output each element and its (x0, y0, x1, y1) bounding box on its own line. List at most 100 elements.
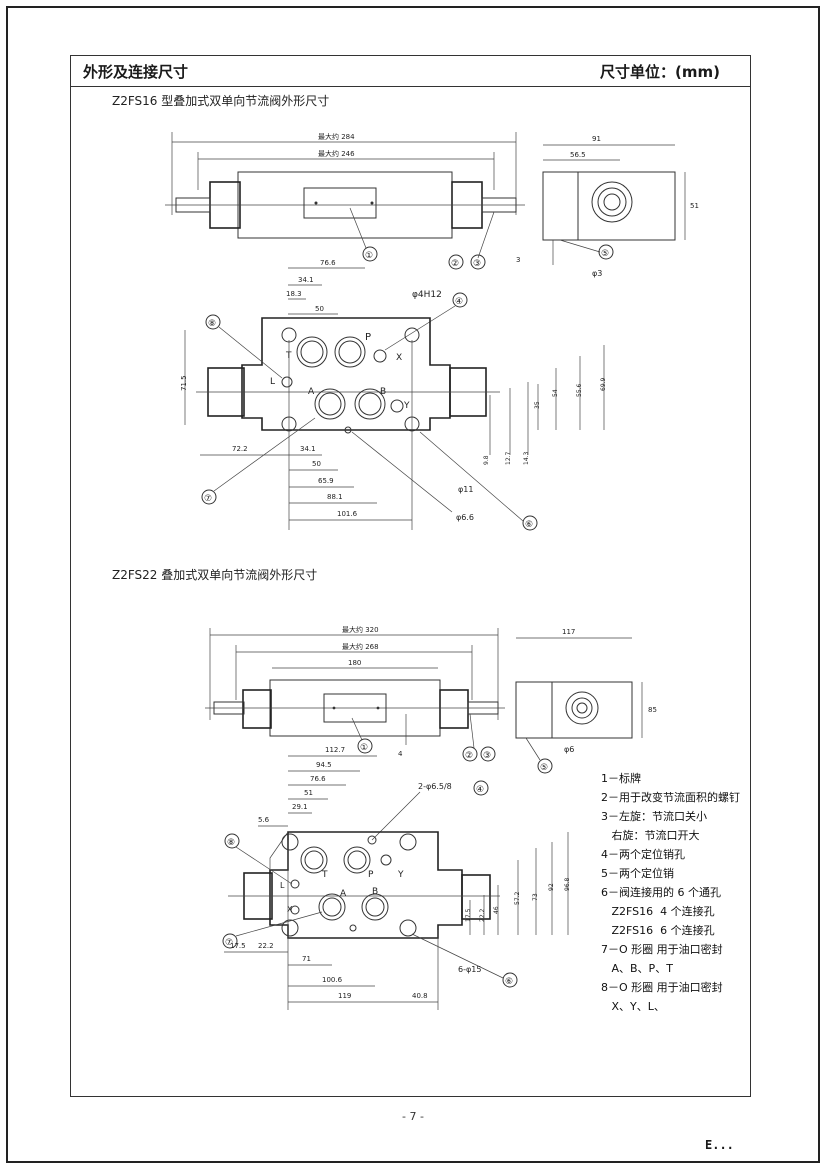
port-s1-T: T (285, 351, 292, 361)
legend-item: 7－O 形圈 用于油口密封 (601, 943, 723, 956)
dim-s2-plan-19: 17.5 (465, 908, 472, 922)
dim-s2-plan-13: 6-φ15 (458, 965, 481, 974)
legend-item: A、B、P、T (601, 962, 673, 975)
callout-s2-6: ⑥ (505, 977, 513, 987)
port-s2-L: L (280, 881, 285, 890)
callout-s1-7: ⑦ (204, 494, 212, 504)
dim-s2-plan-6: 2-φ6.5/8 (418, 782, 452, 791)
dim-s1-plan-15: 35 (534, 401, 541, 409)
dim-s2-plan-3: 51 (304, 789, 313, 797)
callout-s1-1: ① (365, 251, 373, 261)
port-s2-A: A (340, 889, 347, 899)
port-s1-Y: Y (403, 401, 410, 411)
callout-s2-1: ① (360, 743, 368, 753)
callout-s1-8: ⑧ (208, 319, 216, 329)
dim-s2-plan-11: 119 (338, 992, 351, 1000)
port-s2-P: P (368, 870, 374, 880)
dim-s1-plan-3: 50 (315, 305, 324, 313)
dim-s1-plan-1: 34.1 (298, 276, 314, 284)
dim-s1-plan-19: φ11 (458, 485, 473, 494)
dim-s1-plan-6: 72.2 (232, 445, 248, 453)
dim-s2-side-2: φ6 (564, 745, 574, 754)
dim-s1-plan-7: 34.1 (300, 445, 316, 453)
legend-item: 5－两个定位销 (601, 867, 674, 880)
page-number: - 7 - (402, 1110, 424, 1123)
z2fs22-plan-view: 112.7 94.5 76.6 51 29.1 5.6 2-φ6.5/8 ④ (222, 746, 571, 1010)
z2fs16-plan-view: 76.6 34.1 18.3 50 φ4H12 ④ P T X L (180, 259, 607, 531)
dim-s2-plan-7: 17.5 (230, 942, 246, 950)
legend-item: 4－两个定位销孔 (601, 848, 685, 861)
callout-s1-2: ② (451, 259, 459, 269)
dim-s2-plan-2: 76.6 (310, 775, 326, 783)
dim-s2-plan-10: 100.6 (322, 976, 343, 984)
callout-s1-4: ④ (455, 297, 463, 307)
dim-s1-side-4: φ3 (592, 269, 602, 278)
port-s1-X: X (396, 353, 402, 363)
z2fs22-front-view: 最大约 320 最大约 268 180 ① ② ③ 4 (205, 625, 505, 762)
dim-s1-side-0: 91 (592, 135, 601, 143)
legend-item: 1－标牌 (601, 772, 641, 785)
page-border (6, 6, 820, 1163)
legend-item: 8－O 形圈 用于油口密封 (601, 981, 723, 994)
page-title: 外形及连接尺寸 (83, 63, 189, 81)
dim-s1-plan-5: 71.5 (180, 375, 188, 391)
dim-s1-plan-2: 18.3 (286, 290, 302, 298)
content-frame: 外形及连接尺寸 尺寸单位：(mm) (70, 55, 751, 1097)
port-s2-X: X (287, 905, 293, 914)
dim-s1-side-1: 56.5 (570, 151, 586, 159)
z2fs16-front-view: 最大约 284 最大约 246 ① ② ③ (165, 132, 525, 270)
callout-s1-3: ③ (473, 259, 481, 269)
legend-item: 3－左旋：节流口关小 (601, 810, 707, 823)
dim-s1-plan-0: 76.6 (320, 259, 336, 267)
legend: 1－标牌 2－用于改变节流面积的螺钉 3－左旋：节流口关小 右旋：节流口开大 4… (601, 769, 740, 1016)
section1-title: Z2FS16 型叠加式双单向节流阀外形尺寸 (112, 94, 330, 108)
port-s2-T: T (321, 870, 328, 880)
legend-item: Z2FS16 6 个连接孔 (601, 924, 715, 937)
z2fs16-side-view: 91 56.5 51 3 ⑤ φ3 (516, 135, 699, 278)
dim-s2-side-0: 117 (562, 628, 575, 636)
z2fs22-side-view: 117 85 ⑤ φ6 (515, 628, 657, 774)
section2-title: Z2FS22 叠加式双单向节流阀外形尺寸 (112, 568, 318, 582)
corner-mark: E... (705, 1138, 734, 1152)
legend-item: 右旋：节流口开大 (601, 829, 700, 842)
port-s1-B: B (380, 387, 386, 397)
unit-label: 尺寸单位：(mm) (600, 63, 720, 81)
legend-item: Z2FS16 4 个连接孔 (601, 905, 715, 918)
callout-s1-6: ⑥ (525, 520, 533, 530)
dim-s2-plan-5: 5.6 (258, 816, 270, 824)
dim-s2-plan-14: 46 (493, 906, 500, 914)
dim-s2-plan-17: 92 (548, 883, 555, 891)
dim-s2-plan-16: 73 (532, 893, 539, 901)
dim-s1-top-0: 最大约 284 (318, 132, 355, 141)
dim-s1-plan-13: 12.7 (505, 451, 512, 465)
dim-s2-top-1: 最大约 268 (342, 642, 379, 651)
dim-s1-plan-16: 54 (552, 389, 559, 397)
legend-item: 6－阀连接用的 6 个通孔 (601, 886, 721, 899)
dim-s2-plan-4: 29.1 (292, 803, 308, 811)
legend-item: X、Y、L、 (601, 1000, 665, 1013)
dim-s1-plan-4: φ4H12 (412, 290, 442, 300)
callout-s1-5: ⑤ (601, 249, 609, 259)
dim-s1-plan-20: φ6.6 (456, 513, 474, 522)
dim-s1-plan-14: 14.3 (523, 451, 530, 465)
dim-s1-plan-17: 55.6 (576, 383, 583, 397)
port-s2-Y: Y (397, 870, 404, 880)
dim-s1-plan-18: 69.9 (600, 377, 607, 391)
callout-s2-7: ⑦ (225, 938, 233, 948)
dim-s1-plan-12: 9.8 (483, 455, 490, 465)
dim-s1-side-3: 3 (516, 256, 520, 264)
dim-s1-plan-8: 50 (312, 460, 321, 468)
dim-s2-top-0: 最大约 320 (342, 625, 379, 634)
dim-s2-plan-12: 40.8 (412, 992, 428, 1000)
dim-s2-side-3: 4 (398, 750, 403, 758)
callout-s2-8: ⑧ (227, 838, 235, 848)
dim-s2-plan-1: 94.5 (316, 761, 332, 769)
legend-item: 2－用于改变节流面积的螺钉 (601, 791, 740, 804)
dim-s1-top-1: 最大约 246 (318, 149, 355, 158)
dim-s2-side-1: 85 (648, 706, 657, 714)
port-s1-P: P (365, 332, 371, 343)
port-s2-B: B (372, 887, 378, 897)
port-s1-L: L (270, 377, 275, 387)
callout-s2-5: ⑤ (540, 763, 548, 773)
